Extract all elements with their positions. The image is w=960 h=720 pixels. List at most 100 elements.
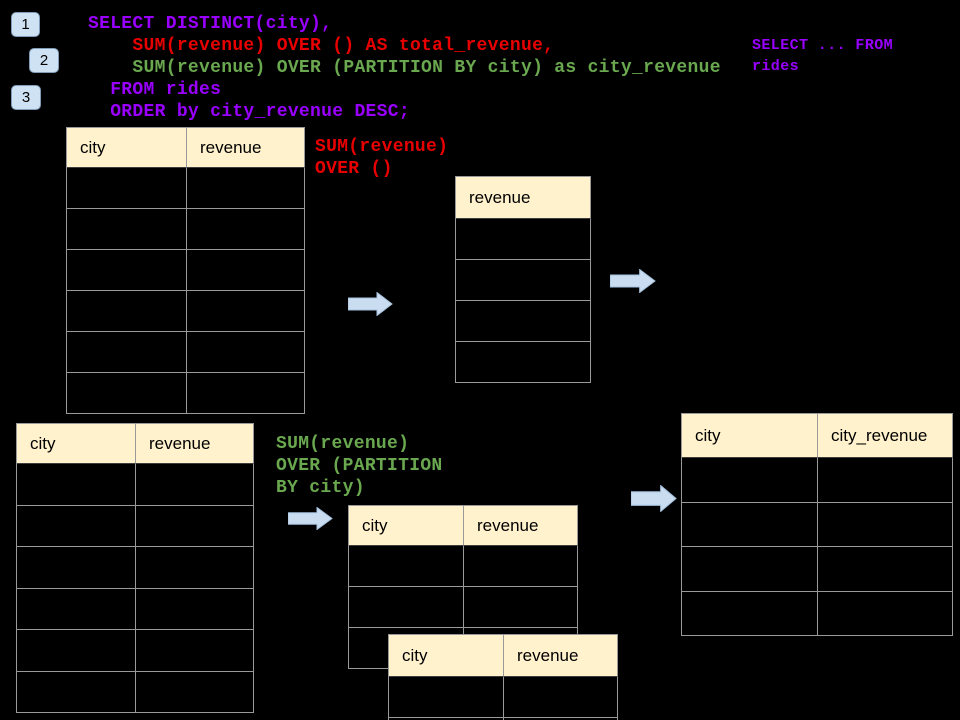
table-row-empty bbox=[67, 291, 305, 332]
table-cell-empty bbox=[187, 373, 305, 414]
table-cell-empty bbox=[67, 373, 187, 414]
table-header-row: revenue bbox=[456, 177, 591, 219]
sql-code-line: SUM(revenue) OVER (PARTITION BY city) as… bbox=[88, 58, 721, 78]
table-cell-empty bbox=[17, 630, 136, 672]
table-cell-empty bbox=[456, 260, 591, 301]
table-cell-empty bbox=[17, 505, 136, 547]
table-cell-empty bbox=[187, 209, 305, 250]
table-cell-empty bbox=[349, 546, 464, 587]
annotation-total-revenue-line: OVER () bbox=[315, 159, 393, 179]
column-header-city: city bbox=[349, 506, 464, 546]
table-cell-empty bbox=[136, 588, 254, 630]
table-cell-empty bbox=[187, 291, 305, 332]
table-cell-empty bbox=[456, 219, 591, 260]
table-cell-empty bbox=[17, 464, 136, 506]
sql-code-line: ORDER by city_revenue DESC; bbox=[88, 102, 410, 122]
table-row-empty bbox=[349, 587, 578, 628]
column-header-revenue: revenue bbox=[456, 177, 591, 219]
table-cell-empty bbox=[67, 168, 187, 209]
table-row-empty bbox=[389, 677, 618, 718]
annotation-total-revenue-line: SUM(revenue) bbox=[315, 137, 449, 157]
table-row-empty bbox=[17, 630, 254, 672]
sql-side-note-line: SELECT ... FROM bbox=[752, 37, 894, 54]
table-cell-empty bbox=[504, 677, 618, 718]
table-cell-empty bbox=[682, 547, 818, 592]
table-row-empty bbox=[17, 588, 254, 630]
table-cell-empty bbox=[456, 342, 591, 383]
table-cell-empty bbox=[504, 718, 618, 720]
table-cell-empty bbox=[17, 588, 136, 630]
table-cell-empty bbox=[187, 332, 305, 373]
table-cell-empty bbox=[17, 547, 136, 589]
table-cell-empty bbox=[67, 209, 187, 250]
table-row-empty bbox=[456, 219, 591, 260]
column-header-revenue: revenue bbox=[187, 128, 305, 168]
flow-arrow-right-icon-2 bbox=[610, 269, 656, 293]
flow-arrow-right-icon-1 bbox=[348, 292, 393, 316]
table-cell-empty bbox=[136, 547, 254, 589]
step-badge-1-label: 1 bbox=[21, 16, 30, 33]
column-header-city_revenue: city_revenue bbox=[818, 414, 953, 458]
table-row-empty bbox=[682, 458, 953, 503]
sql-code-line: SELECT DISTINCT(city), bbox=[88, 14, 333, 34]
column-header-revenue: revenue bbox=[136, 424, 254, 464]
table-row-empty bbox=[67, 332, 305, 373]
table-row-empty bbox=[67, 250, 305, 291]
table-total-revenue: revenue bbox=[455, 176, 591, 383]
column-header-city: city bbox=[682, 414, 818, 458]
flow-arrow-right-icon-4 bbox=[631, 485, 677, 512]
table-row-empty bbox=[682, 502, 953, 547]
table-row-empty bbox=[349, 546, 578, 587]
table-cell-empty bbox=[349, 587, 464, 628]
table-cell-empty bbox=[389, 677, 504, 718]
table-cell-empty bbox=[682, 502, 818, 547]
step-badge-2-label: 2 bbox=[39, 52, 49, 69]
flow-arrow-right-icon-3 bbox=[288, 507, 333, 530]
table-cell-empty bbox=[818, 458, 953, 503]
table-row-empty bbox=[456, 301, 591, 342]
table-cell-empty bbox=[389, 718, 504, 720]
table-cell-empty bbox=[67, 332, 187, 373]
column-header-revenue: revenue bbox=[504, 635, 618, 677]
table-cell-empty bbox=[456, 301, 591, 342]
column-header-revenue: revenue bbox=[464, 506, 578, 546]
table-row-empty bbox=[67, 373, 305, 414]
column-header-city: city bbox=[17, 424, 136, 464]
table-row-empty bbox=[17, 671, 254, 713]
table-row-empty bbox=[682, 591, 953, 636]
table-cell-empty bbox=[818, 547, 953, 592]
table-cell-empty bbox=[682, 458, 818, 503]
table-cell-empty bbox=[187, 168, 305, 209]
annotation-partition-line: BY city) bbox=[276, 478, 365, 498]
table-cell-empty bbox=[818, 502, 953, 547]
step-badge-3: 3 bbox=[11, 85, 41, 110]
table-cell-empty bbox=[682, 591, 818, 636]
table-row-empty bbox=[456, 342, 591, 383]
table-row-empty bbox=[67, 168, 305, 209]
table-row-empty bbox=[17, 547, 254, 589]
table-row-empty bbox=[682, 547, 953, 592]
annotation-partition-line: OVER (PARTITION bbox=[276, 456, 443, 476]
table-cell-empty bbox=[464, 587, 578, 628]
sql-code: SELECT DISTINCT(city), SUM(revenue) OVER… bbox=[88, 13, 721, 123]
table-cell-empty bbox=[187, 250, 305, 291]
table-cell-empty bbox=[136, 505, 254, 547]
table-cell-empty bbox=[136, 671, 254, 713]
annotation-partition-line: SUM(revenue) bbox=[276, 434, 410, 454]
table-cell-empty bbox=[818, 591, 953, 636]
table-cell-empty bbox=[136, 630, 254, 672]
step-badge-2: 2 bbox=[29, 48, 59, 73]
column-header-city: city bbox=[67, 128, 187, 168]
sql-code-line: SUM(revenue) OVER () AS total_revenue, bbox=[88, 36, 555, 56]
step-badge-1: 1 bbox=[11, 12, 40, 37]
table-row-empty bbox=[17, 505, 254, 547]
table-row-empty bbox=[67, 209, 305, 250]
